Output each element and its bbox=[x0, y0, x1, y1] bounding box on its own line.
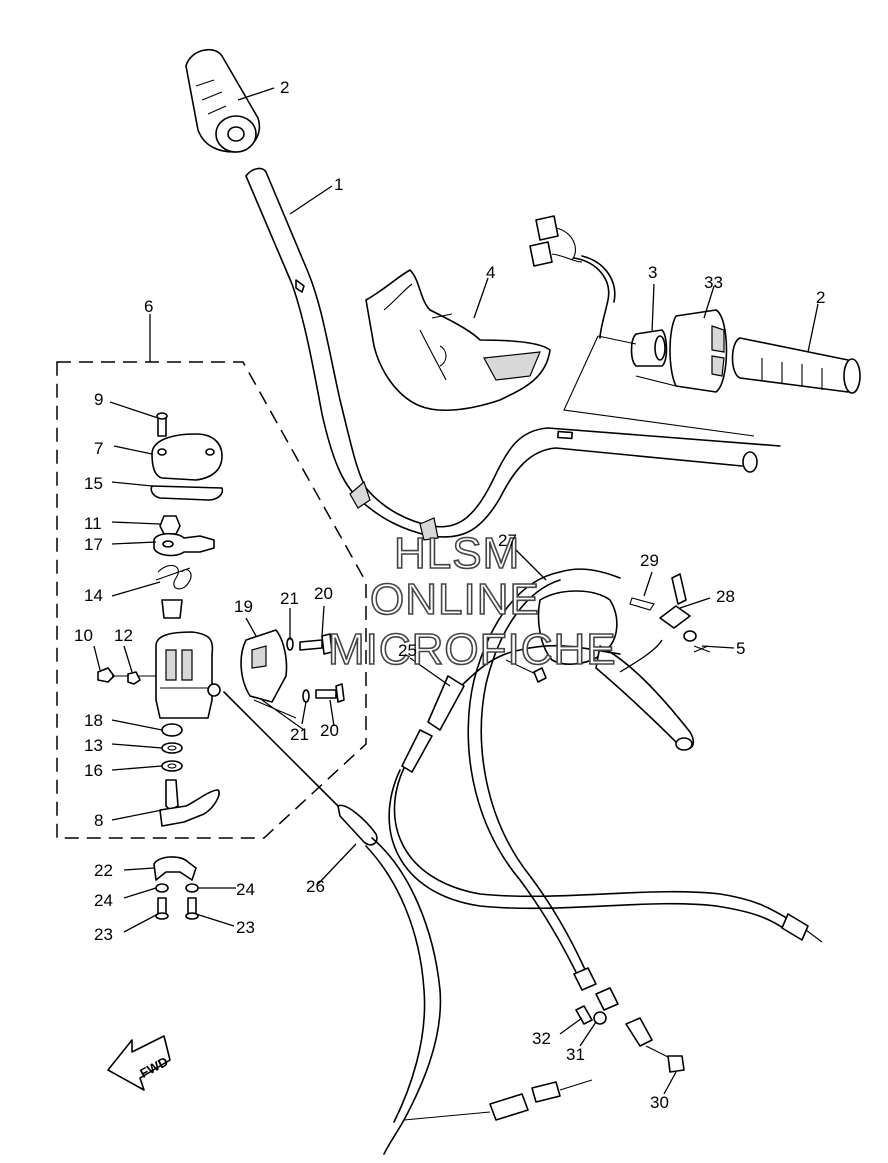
callout-labels: 1 2 2 3 4 5 6 7 8 9 10 11 12 13 14 15 16… bbox=[74, 78, 825, 1112]
callout-32: 32 bbox=[532, 1029, 551, 1048]
callout-7: 7 bbox=[94, 439, 103, 458]
watermark-line-1: HLSM bbox=[394, 529, 520, 578]
guide-line bbox=[597, 335, 637, 345]
callout-12: 12 bbox=[114, 626, 133, 645]
callout-6: 6 bbox=[144, 297, 153, 316]
handlebar bbox=[245, 167, 781, 541]
callout-8: 8 bbox=[94, 811, 103, 830]
callout-11: 11 bbox=[84, 514, 102, 533]
watermark: HLSM ONLINE MICROFICHE bbox=[327, 528, 617, 675]
watermark-line-2: ONLINE bbox=[370, 575, 540, 624]
handlebar-cover bbox=[365, 269, 551, 412]
throttle-housing bbox=[630, 309, 728, 393]
callout-2-left-grip: 2 bbox=[280, 78, 289, 97]
callout-3: 3 bbox=[648, 263, 657, 282]
callout-4: 4 bbox=[486, 263, 495, 282]
callout-10: 10 bbox=[74, 626, 93, 645]
callout-5: 5 bbox=[736, 639, 745, 658]
callout-9: 9 bbox=[94, 390, 103, 409]
callout-28: 28 bbox=[716, 587, 735, 606]
callout-27: 27 bbox=[498, 531, 517, 550]
brake-cables bbox=[388, 568, 823, 1073]
clamp-parts bbox=[153, 856, 199, 920]
switch-connector bbox=[529, 215, 616, 339]
callout-22: 22 bbox=[94, 861, 113, 880]
callout-2-right-grip: 2 bbox=[816, 288, 825, 307]
leader-lines bbox=[93, 87, 819, 1095]
callout-30: 30 bbox=[650, 1093, 669, 1112]
guide-line bbox=[563, 335, 755, 437]
callout-14: 14 bbox=[84, 586, 103, 605]
switch-parts bbox=[97, 412, 345, 827]
callout-24-left: 24 bbox=[94, 891, 113, 910]
assembly-boundary bbox=[56, 361, 367, 839]
callout-20-top: 20 bbox=[314, 584, 333, 603]
callout-20-bottom: 20 bbox=[320, 721, 339, 740]
callout-21-top: 21 bbox=[280, 589, 299, 608]
fwd-arrow: FWD bbox=[107, 1035, 171, 1091]
callout-31: 31 bbox=[566, 1045, 585, 1064]
callout-16: 16 bbox=[84, 761, 103, 780]
callout-25: 25 bbox=[398, 641, 417, 660]
callout-15: 15 bbox=[84, 474, 103, 493]
throttle-cable bbox=[223, 691, 593, 1155]
callout-17: 17 bbox=[84, 535, 103, 554]
callout-1: 1 bbox=[334, 175, 343, 194]
callout-33: 33 bbox=[704, 273, 723, 292]
left-grip bbox=[185, 48, 261, 153]
right-grip bbox=[731, 337, 861, 394]
callout-24-right: 24 bbox=[236, 880, 255, 899]
callout-26: 26 bbox=[306, 877, 325, 896]
watermark-line-3: MICROFICHE bbox=[328, 625, 617, 674]
callout-13: 13 bbox=[84, 736, 103, 755]
callout-29: 29 bbox=[640, 551, 659, 570]
guide-line bbox=[635, 375, 677, 387]
callout-19: 19 bbox=[234, 597, 253, 616]
callout-23-left: 23 bbox=[94, 925, 113, 944]
callout-23-right: 23 bbox=[236, 918, 255, 937]
callout-21-bottom: 21 bbox=[290, 725, 309, 744]
callout-18: 18 bbox=[84, 711, 103, 730]
